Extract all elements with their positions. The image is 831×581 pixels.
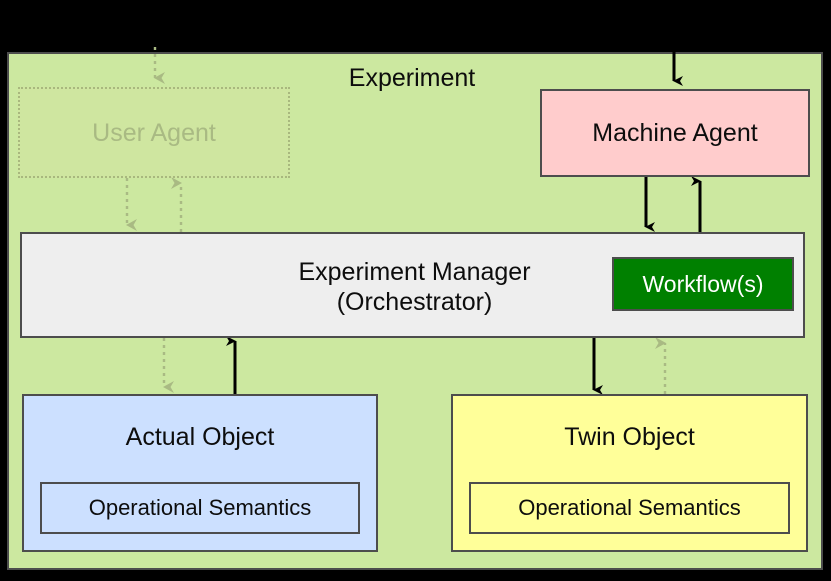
experiment-manager-label-line2: (Orchestrator) bbox=[336, 288, 493, 316]
node-machine-agent[interactable]: Machine Agent bbox=[540, 89, 810, 177]
workflows-label: Workflow(s) bbox=[642, 270, 764, 297]
experiment-manager-text-block: Experiment Manager (Orchestrator) bbox=[22, 234, 807, 340]
experiment-title: Experiment bbox=[348, 64, 476, 92]
twin-object-label: Twin Object bbox=[564, 423, 695, 451]
machine-agent-label: Machine Agent bbox=[592, 119, 758, 147]
node-experiment-manager[interactable]: Experiment Manager (Orchestrator) Workfl… bbox=[20, 232, 805, 338]
node-actual-object[interactable]: Actual Object Operational Semantics bbox=[22, 394, 378, 552]
node-workflows[interactable]: Workflow(s) bbox=[612, 257, 794, 311]
node-twin-object[interactable]: Twin Object Operational Semantics bbox=[451, 394, 808, 552]
actual-object-label: Actual Object bbox=[125, 423, 275, 451]
node-user-agent[interactable]: User Agent bbox=[18, 87, 290, 178]
actual-object-operational-semantics[interactable]: Operational Semantics bbox=[40, 482, 360, 534]
twin-object-operational-semantics[interactable]: Operational Semantics bbox=[469, 482, 790, 534]
user-agent-label: User Agent bbox=[92, 118, 216, 147]
twin-object-operational-semantics-label: Operational Semantics bbox=[518, 495, 741, 520]
experiment-manager-label-line1: Experiment Manager bbox=[298, 258, 531, 286]
actual-object-operational-semantics-label: Operational Semantics bbox=[88, 495, 312, 520]
